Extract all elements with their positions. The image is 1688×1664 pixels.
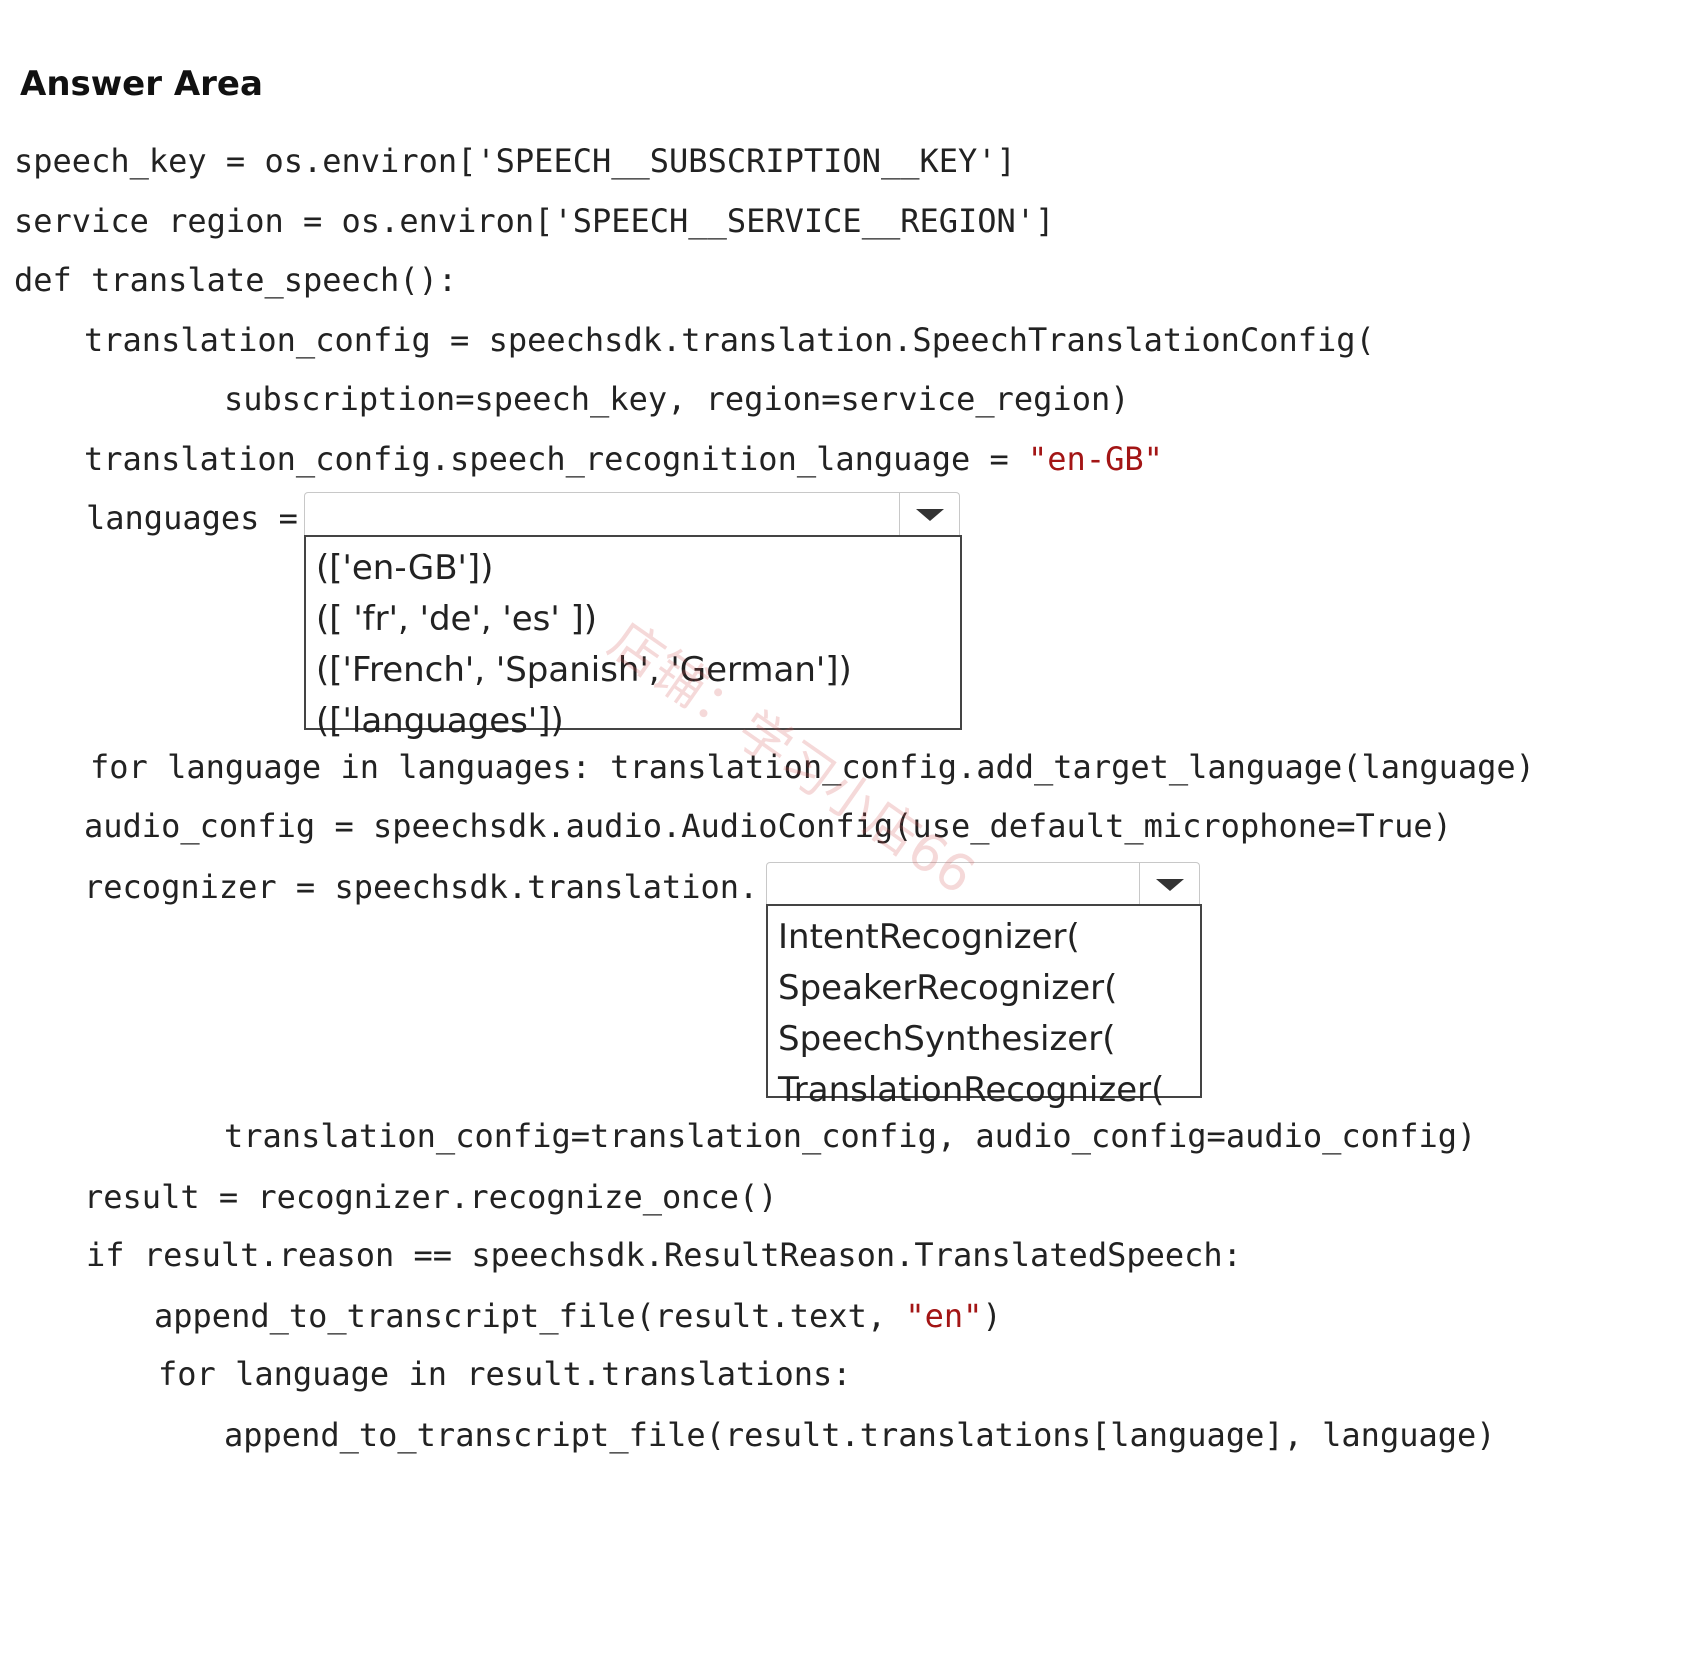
chevron-down-icon xyxy=(915,509,944,521)
code-line-append-translation: append_to_transcript_file(result.transla… xyxy=(224,1416,1496,1454)
dropdown-arrow-button[interactable] xyxy=(1139,863,1199,907)
code-line-languages: languages = xyxy=(86,499,298,537)
code-line-if-result-reason: if result.reason == speechsdk.ResultReas… xyxy=(86,1236,1242,1274)
recognizer-dropdown: IntentRecognizer( SpeakerRecognizer( Spe… xyxy=(766,862,1202,1110)
languages-options-list: (['en-GB']) ([ 'fr', 'de', 'es' ]) (['Fr… xyxy=(304,535,962,741)
option-fr-de-es[interactable]: ([ 'fr', 'de', 'es' ]) xyxy=(316,599,598,639)
languages-select[interactable] xyxy=(304,492,960,537)
code-text: translation_config.speech_recognition_la… xyxy=(84,440,1029,478)
code-line-for-language: for language in languages: translation_c… xyxy=(90,748,1535,786)
option-intent-recognizer[interactable]: IntentRecognizer( xyxy=(778,917,1080,957)
languages-dropdown: (['en-GB']) ([ 'fr', 'de', 'es' ]) (['Fr… xyxy=(304,492,962,741)
code-text: append_to_transcript_file(result.text, xyxy=(154,1297,906,1335)
code-line-recognizer-args: translation_config=translation_config, a… xyxy=(224,1117,1477,1155)
code-line-append-en: append_to_transcript_file(result.text, "… xyxy=(154,1296,1002,1336)
chevron-down-icon xyxy=(1155,879,1184,891)
string-literal: "en" xyxy=(905,1297,983,1335)
option-speech-synthesizer[interactable]: SpeechSynthesizer( xyxy=(778,1019,1116,1059)
code-line-recognizer: recognizer = speechsdk.translation. xyxy=(84,868,759,906)
code-line-for-translations: for language in result.translations: xyxy=(158,1355,852,1393)
option-languages[interactable]: (['languages']) xyxy=(316,701,564,741)
string-literal: "en-GB" xyxy=(1028,440,1163,478)
option-translation-recognizer[interactable]: TranslationRecognizer( xyxy=(778,1070,1165,1110)
code-line-recognition-language: translation_config.speech_recognition_la… xyxy=(84,439,1163,479)
option-en-gb[interactable]: (['en-GB']) xyxy=(316,548,494,588)
code-line-translation-config: translation_config = speechsdk.translati… xyxy=(84,321,1375,359)
recognizer-select[interactable] xyxy=(766,862,1200,907)
code-text-end: ) xyxy=(982,1297,1002,1335)
option-speaker-recognizer[interactable]: SpeakerRecognizer( xyxy=(778,968,1118,1008)
answer-area-heading: Answer Area xyxy=(20,64,263,104)
code-line-audio-config: audio_config = speechsdk.audio.AudioConf… xyxy=(84,807,1452,845)
recognizer-options-list: IntentRecognizer( SpeakerRecognizer( Spe… xyxy=(766,904,1202,1110)
option-french-spanish-german[interactable]: (['French', 'Spanish', 'German']) xyxy=(316,650,852,690)
code-line-service-region: service region = os.environ['SPEECH__SER… xyxy=(14,202,1055,240)
code-line-result: result = recognizer.recognize_once() xyxy=(84,1178,778,1216)
code-line-subscription: subscription=speech_key, region=service_… xyxy=(224,380,1130,418)
dropdown-arrow-button[interactable] xyxy=(899,493,959,537)
code-line-speech-key: speech_key = os.environ['SPEECH__SUBSCRI… xyxy=(14,142,1016,180)
code-line-def-translate-speech: def translate_speech(): xyxy=(14,261,458,299)
